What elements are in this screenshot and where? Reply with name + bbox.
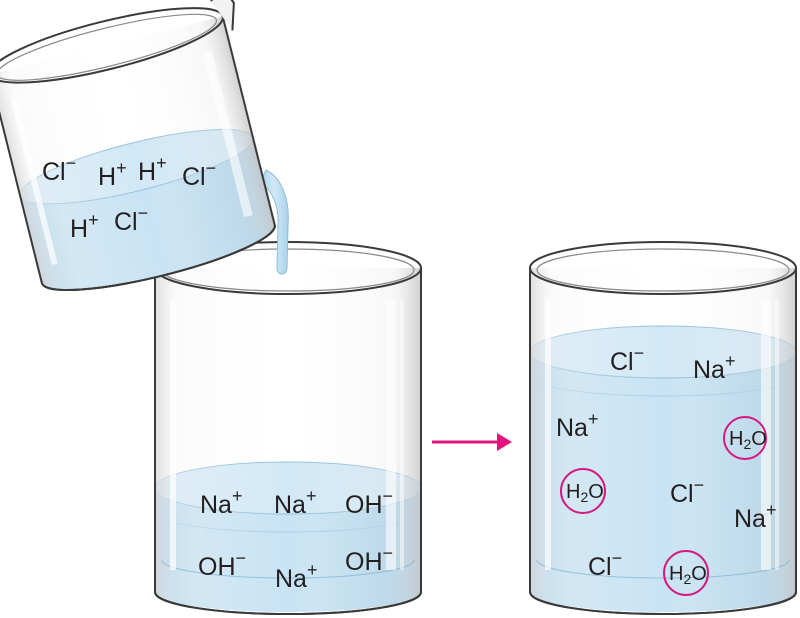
ion-label: Na+ [275,560,317,593]
ion-label: Na+ [200,486,242,519]
ion-label: OH− [345,543,393,576]
ion-label: OH− [198,548,246,581]
ion-label: Na+ [274,486,316,519]
pour-stream [259,169,289,275]
ion-label: OH− [345,486,393,519]
ion-label: H+ [70,210,99,243]
ion-label: Cl− [670,475,704,508]
right-arrow-icon [432,433,512,451]
svg-text:H2O: H2O [669,563,707,587]
water-molecule: H2O [663,550,709,596]
result-beaker [529,241,797,615]
ion-label: Cl− [114,203,148,236]
ion-label: Na+ [734,500,776,533]
ion-label: Na+ [693,351,735,384]
ion-label: H+ [98,158,127,191]
ion-label: Cl− [42,153,76,186]
base-beaker [154,241,422,615]
ion-label: H+ [138,153,167,186]
ion-label: Cl− [182,158,216,191]
ion-label: Cl− [610,343,644,376]
svg-text:H2O: H2O [566,481,604,505]
ion-label: Na+ [556,409,598,442]
pouring-beaker [0,0,289,291]
ion-label: Cl− [588,548,622,581]
water-molecule: H2O [560,468,606,514]
svg-text:H2O: H2O [729,428,767,452]
water-molecule: H2O [723,416,767,460]
